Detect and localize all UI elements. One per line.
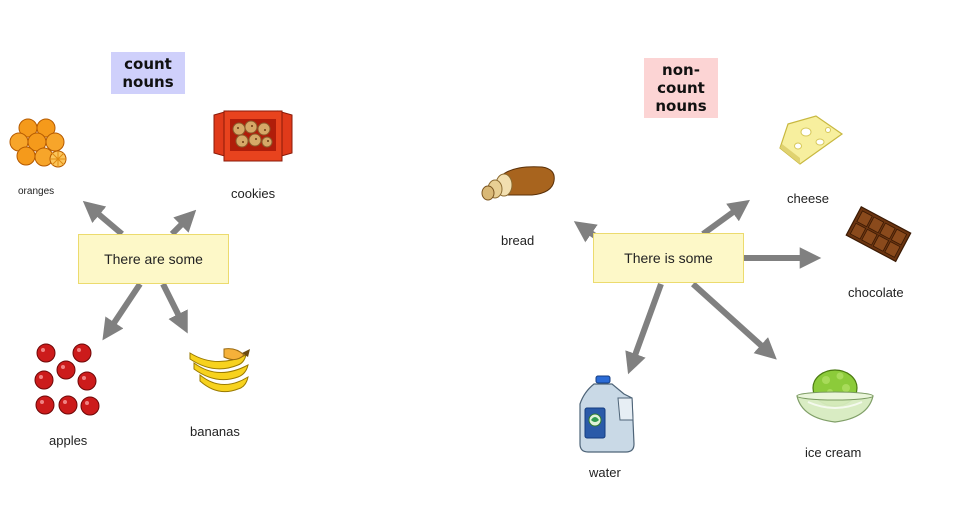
oranges-icon (9, 118, 67, 168)
bread-label: bread (501, 233, 535, 248)
noncount-tag-line2: nouns (655, 97, 707, 115)
count-tag-line2: nouns (122, 73, 174, 91)
count-tag-line1: count (124, 55, 172, 73)
arrow-to-cheese (701, 199, 750, 237)
arrow-to-oranges (82, 200, 124, 237)
cookies-label: cookies (231, 186, 276, 201)
arrow-to-cookies (169, 209, 197, 237)
arrow-to-bananas (160, 282, 188, 334)
ice-cream-label: ice cream (805, 445, 862, 460)
noncount-nouns-tag: non-count nouns (644, 58, 718, 118)
noncount-sentence-box: There is some (593, 233, 744, 283)
water-label: water (589, 465, 621, 480)
cheese-label: cheese (787, 191, 829, 206)
apples-label: apples (49, 433, 88, 448)
cheese-icon (779, 115, 844, 165)
ice-cream-icon (796, 369, 874, 423)
cookies-icon (213, 110, 293, 162)
oranges-label: oranges (18, 186, 55, 197)
noncount-sentence-text: There is some (624, 250, 713, 266)
arrow-to-apples (102, 282, 143, 341)
bread-icon (481, 166, 555, 201)
arrow-to-ice-cream (690, 281, 777, 360)
count-sentence-box: There are some (78, 234, 229, 284)
chocolate-label: chocolate (848, 285, 904, 300)
bananas-icon (189, 348, 250, 393)
arrow-to-water (625, 282, 664, 375)
bananas-label: bananas (190, 424, 240, 439)
apples-icon (34, 343, 100, 416)
water-jug-icon (579, 375, 635, 453)
count-sentence-text: There are some (104, 251, 203, 267)
noncount-tag-line1: non-count (657, 61, 705, 97)
count-nouns-tag: count nouns (111, 52, 185, 94)
chocolate-icon (845, 206, 912, 263)
